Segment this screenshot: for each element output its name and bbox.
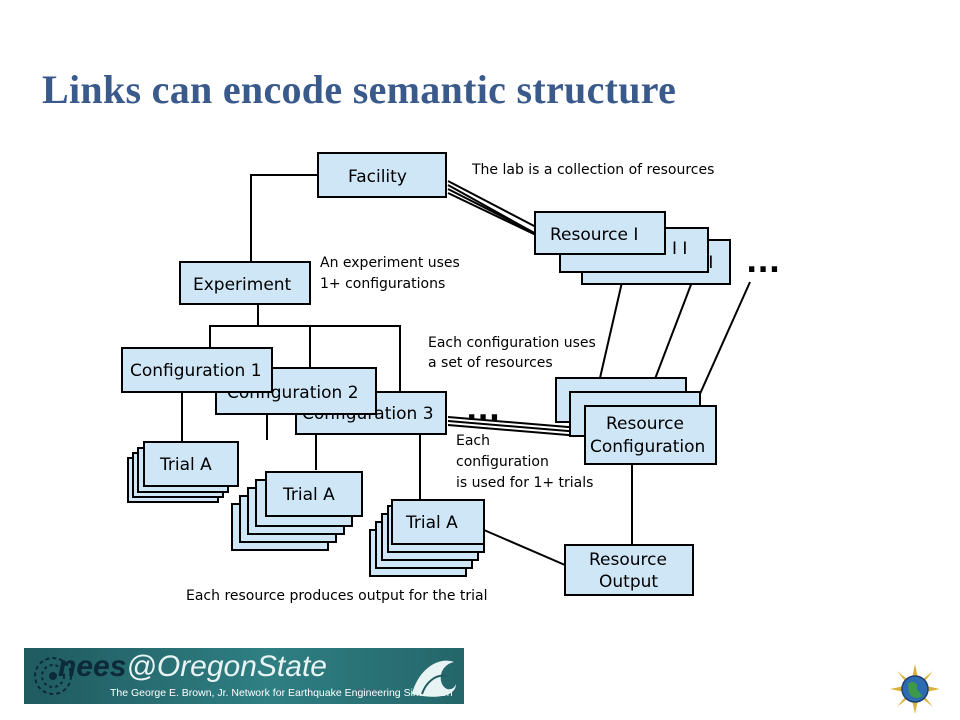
annotation-trials-3: is used for 1+ trials — [456, 475, 593, 491]
resource-configuration-line2: Configuration — [590, 437, 705, 457]
logo-at: @ — [126, 650, 157, 683]
configuration-1-label: Configuration 1 — [130, 361, 262, 381]
annotation-trials-2: configuration — [456, 454, 549, 470]
trial-stack-1: Trial A — [127, 441, 239, 503]
resource-2-label: I I — [672, 239, 687, 259]
nees-swirl-logo — [34, 657, 72, 695]
annotation-experiment-2: 1+ configurations — [320, 276, 445, 292]
logo-oregonstate: OregonState — [156, 650, 327, 683]
resources-ellipsis: ... — [746, 245, 780, 280]
facility-box — [317, 152, 447, 198]
configuration-1-box — [121, 347, 273, 393]
trial-stack-2: Trial A — [231, 471, 363, 551]
connector-lines — [181, 174, 751, 566]
resource-1-box — [534, 211, 666, 255]
wave-logo — [412, 660, 456, 697]
annotation-configuration-1: Each configuration uses — [428, 335, 596, 351]
resource-configuration-box — [584, 405, 717, 465]
slide-title: Links can encode semantic structure — [42, 67, 677, 112]
annotation-experiment-1: An experiment uses — [320, 255, 460, 271]
configurations-ellipsis: ... — [466, 393, 500, 428]
trial-a-1-label: Trial A — [159, 455, 212, 475]
semantic-structure-diagram: I I I I Resource I ... Facility Experime… — [121, 152, 780, 604]
trial-a-3-label: Trial A — [405, 513, 458, 533]
resource-stack: I I I I Resource I — [534, 211, 731, 285]
facility-label: Facility — [348, 167, 407, 187]
resource-output-line2: Output — [599, 572, 658, 592]
logo-nees: nees — [58, 650, 127, 683]
resource-configuration-line1: Resource — [606, 414, 684, 434]
resource-output-box — [564, 544, 694, 596]
nees-oregonstate-banner: nees@OregonState The George E. Brown, Jr… — [24, 648, 464, 704]
experiment-box — [179, 261, 311, 305]
experiment-label: Experiment — [193, 275, 292, 295]
annotation-trials-1: Each — [456, 433, 490, 449]
annotation-output: Each resource produces output for the tr… — [186, 588, 488, 604]
resource-output-line1: Resource — [589, 550, 667, 570]
resource-1-label: Resource I — [550, 225, 638, 245]
trial-a-2-label: Trial A — [282, 485, 335, 505]
annotation-lab: The lab is a collection of resources — [471, 162, 714, 178]
trial-stack-3: Trial A — [369, 499, 485, 577]
banner-subtitle: The George E. Brown, Jr. Network for Ear… — [110, 687, 453, 699]
nsf-globe-logo — [890, 664, 940, 714]
resource-configuration-stack: Resource Configuration — [555, 377, 717, 465]
banner-wordmark: nees@OregonState — [58, 650, 327, 684]
annotation-configuration-2: a set of resources — [428, 355, 553, 371]
